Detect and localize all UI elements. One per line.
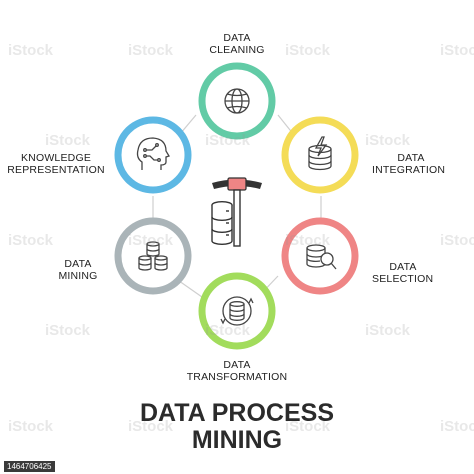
label-data-mining: DATA MINING [48, 258, 108, 282]
step-data-transformation [198, 272, 276, 350]
title-line1: DATA PROCESS [140, 399, 334, 427]
label-data-transformation: DATA TRANSFORMATION [167, 359, 307, 383]
label-data-integration: DATA INTEGRATION [372, 152, 472, 176]
step-ring [281, 116, 359, 194]
globe-icon [224, 88, 250, 114]
database-magnifier-icon [306, 244, 337, 270]
label-data-selection: DATA SELECTION [372, 261, 472, 285]
title-line2: MINING [191, 426, 283, 454]
database-stack-icon [138, 241, 168, 271]
database-lightning-icon [308, 136, 332, 171]
step-ring [114, 116, 192, 194]
label-line1: DATA [223, 359, 251, 371]
label-line2: MINING [58, 270, 98, 282]
pickaxe-database-icon [211, 177, 262, 247]
database-cycle-icon [220, 296, 254, 326]
label-data-cleaning: DATA CLEANING [187, 32, 287, 56]
label-line2: INTEGRATION [372, 164, 446, 176]
step-data-selection [281, 217, 359, 295]
label-knowledge-representation: KNOWLEDGE REPRESENTATION [2, 152, 110, 176]
label-line1: DATA [397, 152, 425, 164]
step-ring [281, 217, 359, 295]
label-line1: KNOWLEDGE [20, 152, 92, 164]
image-id-tag: 1464706425 [4, 461, 55, 472]
label-line2: TRANSFORMATION [186, 371, 288, 383]
step-data-integration [281, 116, 359, 194]
label-line1: DATA [64, 258, 92, 270]
step-knowledge-representation [114, 116, 192, 194]
label-line1: DATA [223, 32, 251, 44]
diagram-title: DATA PROCESS MINING [0, 400, 474, 454]
label-line1: DATA [389, 261, 417, 273]
brain-head-icon [136, 137, 170, 170]
label-line2: REPRESENTATION [7, 164, 105, 176]
step-data-mining [114, 217, 192, 295]
label-line2: SELECTION [372, 273, 434, 285]
label-line2: CLEANING [209, 44, 265, 56]
step-data-cleaning [198, 62, 276, 140]
